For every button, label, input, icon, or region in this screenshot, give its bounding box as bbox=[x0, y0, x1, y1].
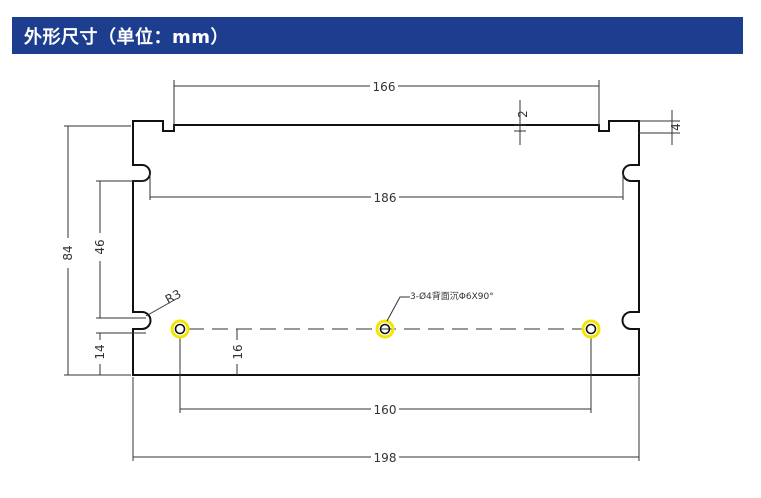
dim-166: 166 bbox=[173, 79, 600, 129]
dim-84: 84 bbox=[59, 125, 131, 376]
dim-2: 2 bbox=[514, 100, 530, 145]
dim-14: 14 bbox=[91, 332, 146, 375]
mounting-hole-center bbox=[375, 319, 395, 339]
radius-callout: R3 bbox=[145, 287, 184, 317]
radius-label: R3 bbox=[163, 287, 184, 307]
dim-2-label: 2 bbox=[516, 110, 530, 118]
dim-16-label: 16 bbox=[231, 344, 245, 359]
section-title: 外形尺寸（单位：mm） bbox=[24, 26, 230, 48]
mounting-hole-left bbox=[170, 319, 190, 339]
plate-outline bbox=[132, 120, 640, 376]
dim-46-label: 46 bbox=[93, 239, 107, 254]
dim-4-label: 4 bbox=[669, 123, 683, 131]
dim-186: 186 bbox=[149, 173, 624, 205]
dim-14-label: 14 bbox=[93, 344, 107, 359]
dim-46: 46 bbox=[91, 180, 146, 319]
dim-84-label: 84 bbox=[61, 245, 75, 260]
dim-160: 160 bbox=[179, 336, 592, 417]
section-title-bar: 外形尺寸（单位：mm） bbox=[12, 17, 743, 54]
dim-4: 4 bbox=[639, 110, 683, 145]
dim-198: 198 bbox=[132, 377, 640, 465]
dim-186-label: 186 bbox=[374, 191, 397, 205]
mounting-hole-right bbox=[581, 319, 601, 339]
dim-16: 16 bbox=[229, 329, 247, 375]
dim-198-label: 198 bbox=[374, 451, 397, 465]
dim-160-label: 160 bbox=[374, 403, 397, 417]
hole-note-callout: 3-Ø4背面沉Φ6X90° bbox=[386, 290, 494, 322]
dim-166-label: 166 bbox=[373, 80, 396, 94]
hole-note-label: 3-Ø4背面沉Φ6X90° bbox=[410, 290, 494, 302]
